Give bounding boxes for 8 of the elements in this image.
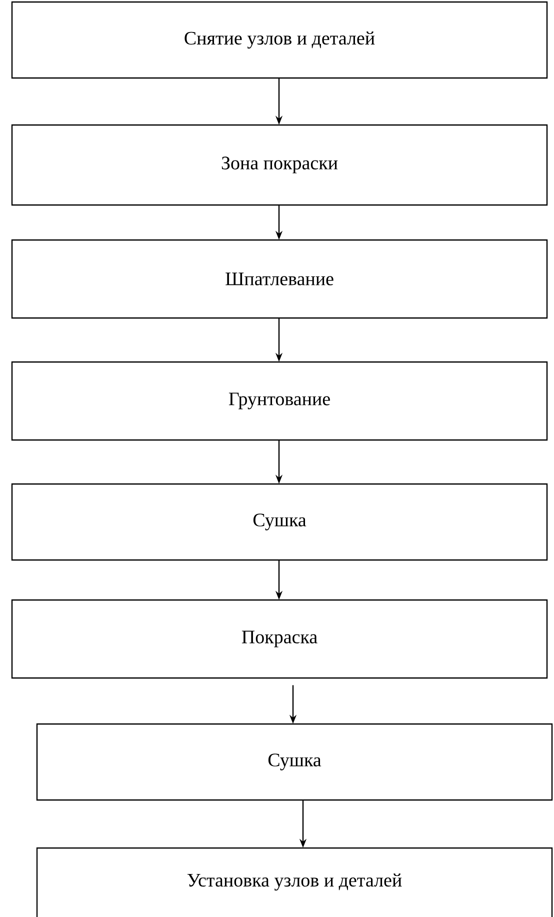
process-box: Сушка	[11, 483, 548, 561]
process-box: Зона покраски	[11, 124, 548, 206]
process-box: Снятие узлов и деталей	[11, 1, 548, 79]
process-box: Сушка	[36, 723, 553, 801]
process-box: Установка узлов и деталей	[36, 847, 553, 917]
process-box: Покраска	[11, 599, 548, 679]
process-box: Грунтование	[11, 361, 548, 441]
process-box: Шпатлевание	[11, 239, 548, 319]
